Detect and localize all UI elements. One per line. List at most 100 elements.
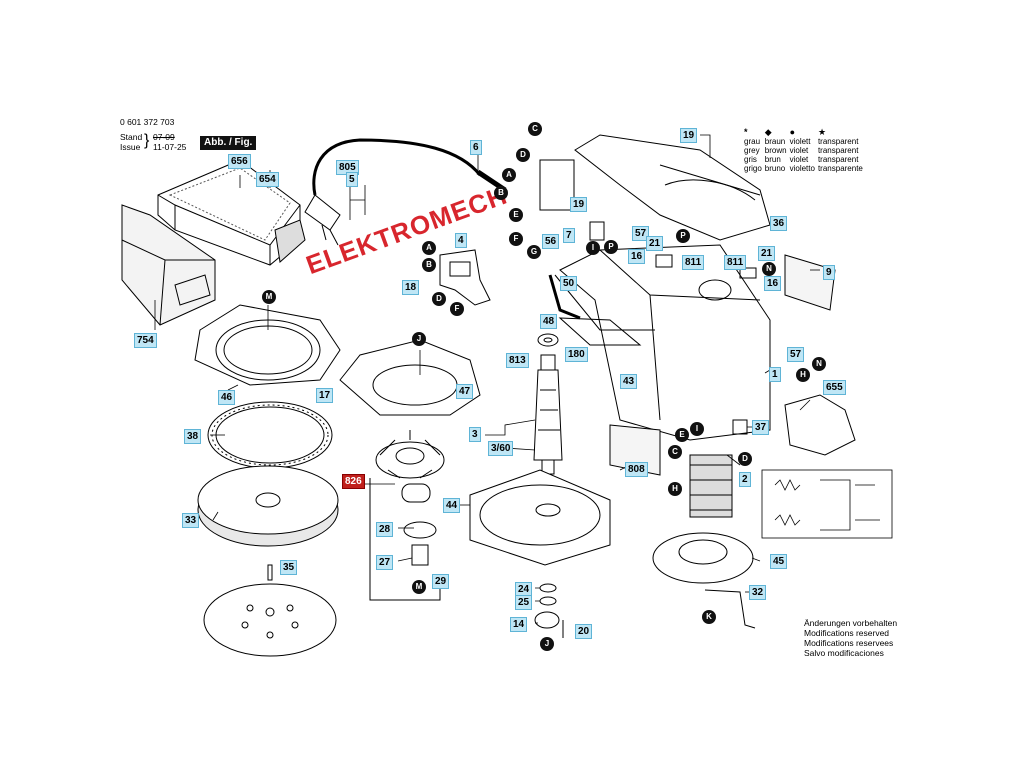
marker-m-bottom: M bbox=[412, 580, 426, 594]
part-tag-36: 36 bbox=[770, 216, 788, 231]
legend-cell: braun bbox=[764, 137, 786, 146]
part-tag-56: 56 bbox=[542, 234, 560, 249]
marker-f: F bbox=[509, 232, 523, 246]
part-tag-17: 17 bbox=[316, 388, 334, 403]
part-tag-37: 37 bbox=[752, 420, 770, 435]
part-tag-18: 18 bbox=[402, 280, 420, 295]
legend-cell: violet bbox=[789, 155, 809, 164]
marker-j-cover: J bbox=[412, 332, 426, 346]
stator bbox=[689, 454, 733, 518]
part-tag-3: 3 bbox=[469, 427, 481, 442]
marker-d-stator: D bbox=[738, 452, 752, 466]
part-tag-47: 47 bbox=[456, 384, 474, 399]
marker-m-top: M bbox=[262, 290, 276, 304]
legend-symbol-3: ● bbox=[789, 127, 796, 137]
legend-cell: gris bbox=[744, 155, 757, 164]
legend-symbol-2: ◆ bbox=[764, 127, 772, 137]
marker-b-switch: B bbox=[422, 258, 436, 272]
part-tag-3-60: 3/60 bbox=[488, 441, 514, 456]
issue-label: Issue bbox=[120, 142, 141, 152]
part-tag-2: 2 bbox=[739, 472, 751, 487]
marker-a-switch: A bbox=[422, 241, 436, 255]
marker-g: G bbox=[527, 245, 541, 259]
part-tag-44: 44 bbox=[443, 498, 461, 513]
part-tag-35: 35 bbox=[280, 560, 298, 575]
legend-cell: violetto bbox=[789, 164, 815, 173]
legend-cell: bruno bbox=[764, 164, 786, 173]
part-tag-20: 20 bbox=[575, 624, 593, 639]
legend-symbol-1: * bbox=[744, 127, 748, 137]
legend-cell: transparent bbox=[817, 155, 859, 164]
note-de: Änderungen vorbehalten bbox=[804, 618, 898, 628]
part-tag-21-left: 21 bbox=[646, 236, 664, 251]
legend-cell: grigo bbox=[744, 164, 762, 173]
marker-a: A bbox=[502, 168, 516, 182]
part-tag-826: 826 bbox=[342, 474, 365, 489]
marker-d-switch: D bbox=[432, 292, 446, 306]
sanding-pad bbox=[197, 465, 339, 547]
part-tag-48: 48 bbox=[540, 314, 558, 329]
legend-symbol-4: ★ bbox=[817, 127, 827, 137]
legend-cell: grey bbox=[744, 146, 760, 155]
part-tag-16-left: 16 bbox=[628, 249, 646, 264]
part-tag-57-top: 57 bbox=[632, 226, 650, 241]
bracket-glyph: } bbox=[144, 132, 150, 149]
note-fr: Modifications reservees bbox=[804, 638, 894, 648]
marker-b: B bbox=[494, 186, 508, 200]
part-tag-1: 1 bbox=[769, 367, 781, 382]
marker-p-left: P bbox=[604, 240, 618, 254]
marker-i-top: I bbox=[586, 241, 600, 255]
figure-label: Abb. / Fig. bbox=[200, 136, 257, 150]
part-tag-19-left: 19 bbox=[570, 197, 588, 212]
part-tag-6: 6 bbox=[470, 140, 482, 155]
part-tag-38: 38 bbox=[184, 429, 202, 444]
part-tag-4: 4 bbox=[455, 233, 467, 248]
legend-cell: transparent bbox=[817, 146, 859, 155]
part-tag-754: 754 bbox=[134, 333, 157, 348]
motor-housing bbox=[554, 244, 771, 441]
part-tag-29: 29 bbox=[432, 574, 450, 589]
part-tag-45: 45 bbox=[770, 554, 788, 569]
legend-cell: grau bbox=[744, 137, 761, 146]
circuit-schematic bbox=[761, 469, 893, 539]
power-cable bbox=[304, 138, 507, 246]
part-tag-43: 43 bbox=[620, 374, 638, 389]
part-tag-27: 27 bbox=[376, 555, 394, 570]
marker-n-bottom: N bbox=[812, 357, 826, 371]
legend-cell: brun bbox=[764, 155, 781, 164]
part-tag-33: 33 bbox=[182, 513, 200, 528]
part-tag-28: 28 bbox=[376, 522, 394, 537]
part-tag-7: 7 bbox=[563, 228, 575, 243]
part-tag-811-right: 811 bbox=[724, 255, 747, 270]
stand-label: Stand bbox=[120, 132, 143, 142]
part-tag-180: 180 bbox=[565, 347, 588, 362]
legend-cell: violett bbox=[789, 137, 811, 146]
legend-cell: violet bbox=[789, 146, 809, 155]
part-tag-813: 813 bbox=[506, 353, 529, 368]
armature bbox=[533, 354, 563, 475]
legend-cell: transparente bbox=[817, 164, 863, 173]
part-tag-16-right: 16 bbox=[764, 276, 782, 291]
marker-d: D bbox=[516, 148, 530, 162]
part-tag-50: 50 bbox=[560, 276, 578, 291]
part-tag-21-right: 21 bbox=[758, 246, 776, 261]
part-tag-46: 46 bbox=[218, 390, 236, 405]
part-tag-25: 25 bbox=[515, 595, 533, 610]
dust-cover bbox=[339, 339, 481, 416]
part-tag-808: 808 bbox=[625, 462, 648, 477]
part-number: 0 601 372 703 bbox=[120, 117, 175, 127]
fan bbox=[375, 430, 445, 503]
modification-notes: Änderungen vorbehalten Modifications res… bbox=[804, 618, 897, 658]
legend-cell: brown bbox=[764, 146, 787, 155]
part-tag-19-top: 19 bbox=[680, 128, 698, 143]
note-es: Salvo modificaciones bbox=[804, 648, 884, 658]
marker-h-right: H bbox=[796, 368, 810, 382]
issue-date: 11-07-25 bbox=[153, 142, 187, 152]
note-en: Modifications reserved bbox=[804, 628, 890, 638]
marker-f-switch: F bbox=[450, 302, 464, 316]
color-legend: * ◆ ● ★ grau braun violett transparent g… bbox=[744, 127, 866, 174]
part-tag-811-left: 811 bbox=[682, 255, 705, 270]
marker-e: E bbox=[509, 208, 523, 222]
base-housing bbox=[194, 304, 341, 386]
